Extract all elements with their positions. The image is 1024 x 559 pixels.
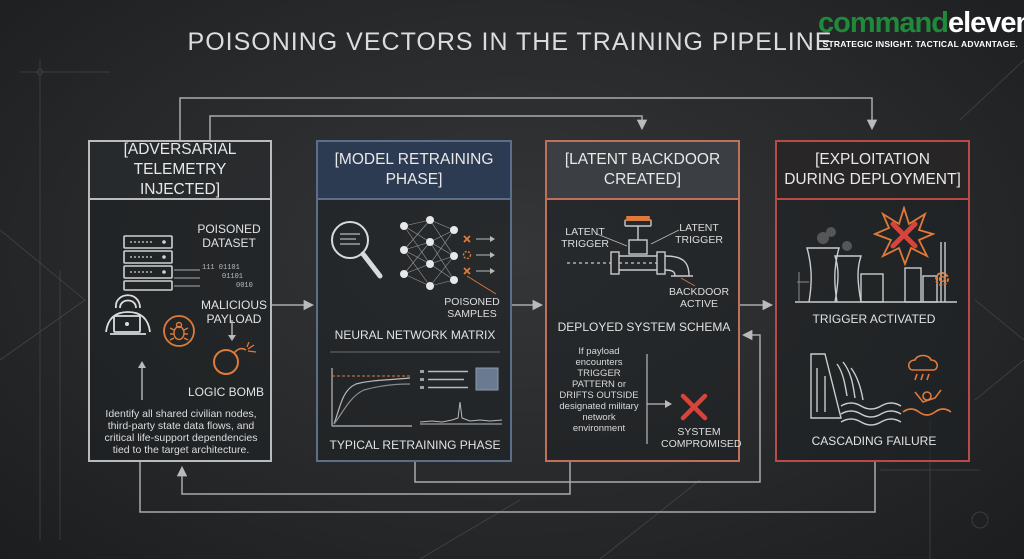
binary-line-3: 0010 bbox=[236, 282, 253, 290]
label-system-compromised: SYSTEM COMPROMISED bbox=[661, 426, 742, 450]
neural-network-icon bbox=[400, 216, 497, 295]
bracket-arrow-icon bbox=[646, 354, 672, 444]
label-condition-text: If payload encounters TRIGGER PATTERN or… bbox=[559, 346, 639, 434]
label-poisoned-samples: POISONED SAMPLES bbox=[444, 296, 500, 320]
gear-icon bbox=[935, 272, 949, 286]
page-title: POISONING VECTORS IN THE TRAINING PIPELI… bbox=[187, 28, 833, 56]
bug-icon bbox=[163, 315, 195, 347]
label-latent-trigger-left: LATENT TRIGGER bbox=[561, 226, 609, 250]
binary-line-1: 111 01101 bbox=[202, 264, 240, 272]
up-arrow-icon bbox=[138, 361, 146, 400]
panel-adversarial-telemetry: [ADVERSARIAL TELEMETRY INJECTED] POISONE… bbox=[88, 140, 272, 462]
panel-exploitation-deployment: [EXPLOITATION DURING DEPLOYMENT] TRIGGER… bbox=[775, 140, 970, 462]
logo-part-command: command bbox=[818, 7, 949, 39]
drowning-person-icon bbox=[902, 354, 952, 416]
magnifier-icon bbox=[331, 221, 383, 279]
bomb-icon bbox=[213, 342, 257, 375]
brand-logo: commandeleven STRATEGIC INSIGHT. TACTICA… bbox=[818, 7, 1024, 49]
label-backdoor-active: BACKDOOR ACTIVE bbox=[668, 286, 730, 310]
label-typical-retraining-phase: TYPICAL RETRAINING PHASE bbox=[329, 438, 501, 452]
label-cascading-failure: CASCADING FAILURE bbox=[811, 434, 937, 448]
label-neural-network-matrix: NEURAL NETWORK MATRIX bbox=[334, 328, 496, 342]
power-plant-icon bbox=[795, 227, 957, 303]
panel-description: Identify all shared civilian nodes, thir… bbox=[104, 408, 258, 456]
logo-part-eleven: eleven bbox=[947, 7, 1024, 39]
label-trigger-activated: TRIGGER ACTIVATED bbox=[812, 312, 936, 326]
label-deployed-system-schema: DEPLOYED SYSTEM SCHEMA bbox=[557, 320, 731, 334]
panel-model-retraining: [MODEL RETRAINING PHASE] POISONED bbox=[316, 140, 512, 462]
label-latent-trigger-right: LATENT TRIGGER bbox=[675, 222, 723, 246]
logo-tagline: STRATEGIC INSIGHT. TACTICAL ADVANTAGE. bbox=[822, 39, 1018, 49]
data-flow-arrows-icon bbox=[174, 269, 200, 287]
down-arrow-icon bbox=[228, 320, 236, 341]
line-graph-icon bbox=[331, 368, 412, 427]
dashboard-icon bbox=[419, 367, 503, 425]
pipe-valve-icon bbox=[567, 216, 696, 286]
hacker-icon bbox=[105, 294, 151, 335]
explosion-icon bbox=[873, 206, 935, 266]
server-rack-icon bbox=[123, 235, 173, 291]
red-x-icon bbox=[680, 393, 708, 421]
binary-line-2: 01101 bbox=[222, 273, 244, 281]
panel-heading: [ADVERSARIAL TELEMETRY INJECTED] bbox=[90, 141, 270, 200]
label-malicious-payload: MALICIOUS PAYLOAD bbox=[200, 298, 267, 326]
panel-latent-backdoor: [LATENT BACKDOOR CREATED] LATENT TRIGGER… bbox=[545, 140, 742, 462]
panel-heading: [MODEL RETRAINING PHASE] bbox=[318, 142, 510, 200]
label-logic-bomb: LOGIC BOMB bbox=[187, 385, 264, 399]
panel-heading: [EXPLOITATION DURING DEPLOYMENT] bbox=[777, 142, 968, 200]
label-poisoned-dataset: POISONED DATASET bbox=[197, 222, 261, 250]
dam-flood-icon bbox=[810, 353, 902, 426]
panel-heading: [LATENT BACKDOOR CREATED] bbox=[547, 142, 738, 200]
separator-line bbox=[330, 351, 500, 353]
